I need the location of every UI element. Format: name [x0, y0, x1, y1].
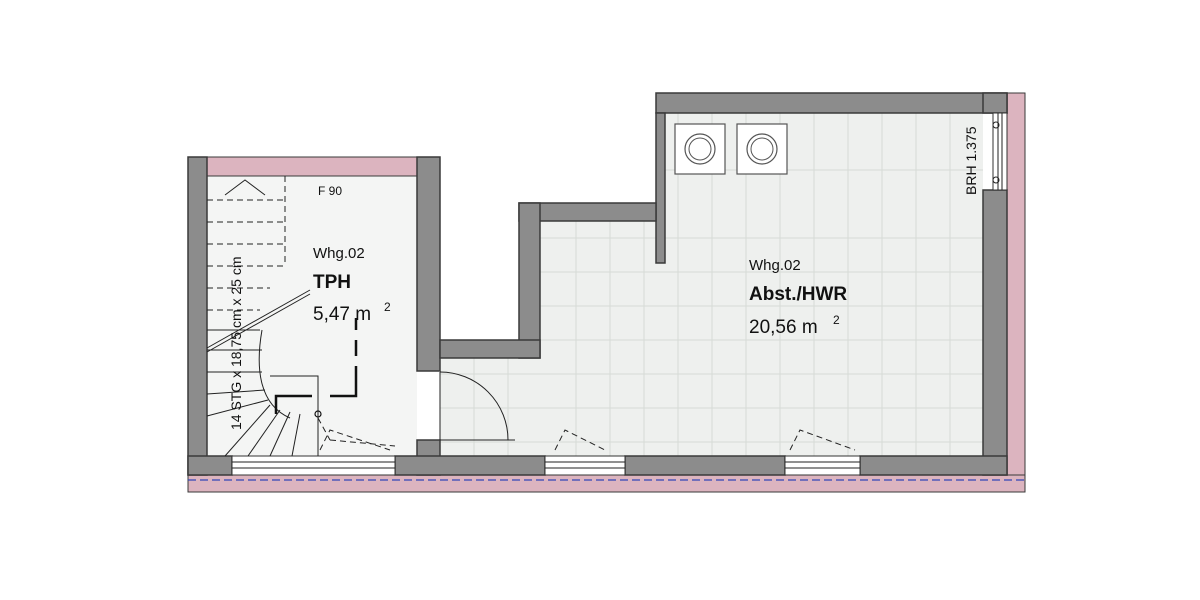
- bottom-wall-2: [394, 455, 546, 476]
- stair-wall-right: [416, 156, 441, 372]
- tile-grid: [440, 113, 983, 456]
- window-sill-height-label: BRH 1.375: [963, 126, 979, 195]
- storage-room-area: 20,56 m: [749, 317, 818, 338]
- storage-room-area-sup: 2: [833, 313, 840, 327]
- window-bottom-3: [784, 455, 861, 476]
- stair-room-area: 5,47 m: [313, 304, 371, 325]
- bottom-wall-4: [859, 455, 1008, 476]
- storage-room-floor-lower: [540, 221, 666, 456]
- washing-machine-2: [736, 123, 788, 175]
- storage-wall-step-vertical: [518, 202, 541, 359]
- washing-machine-1: [674, 123, 726, 175]
- staircase: [206, 176, 396, 457]
- stair-room-area-sup: 2: [384, 300, 391, 314]
- exterior-wall-top-stair: [206, 156, 418, 177]
- stair-dimension-label: 14 STG x 18,75 cm x 25 cm: [228, 256, 244, 430]
- passage-wall-top: [439, 339, 541, 359]
- storage-wall-right-top: [982, 92, 1008, 114]
- storage-wall-partition: [655, 112, 666, 264]
- storage-room-unit: Whg.02: [749, 257, 801, 274]
- storage-room-name: Abst./HWR: [749, 284, 847, 305]
- storage-wall-right: [982, 189, 1008, 476]
- fire-rating-label: F 90: [318, 184, 342, 198]
- stair-room-name: TPH: [313, 272, 351, 293]
- door-swing: [439, 371, 515, 441]
- bottom-wall-3: [624, 455, 786, 476]
- window-right: [992, 112, 1008, 191]
- window-bottom-1: [231, 455, 396, 476]
- storage-wall-top: [655, 92, 1008, 114]
- exterior-wall-right: [1006, 92, 1026, 484]
- stair-room-floor: [207, 176, 417, 456]
- window-bottom-2: [544, 455, 626, 476]
- exterior-wall-bottom: [187, 474, 1026, 493]
- bottom-wall-1: [187, 455, 233, 476]
- stair-room-unit: Whg.02: [313, 245, 365, 262]
- passage-floor: [440, 358, 542, 456]
- stair-wall-left: [187, 156, 208, 476]
